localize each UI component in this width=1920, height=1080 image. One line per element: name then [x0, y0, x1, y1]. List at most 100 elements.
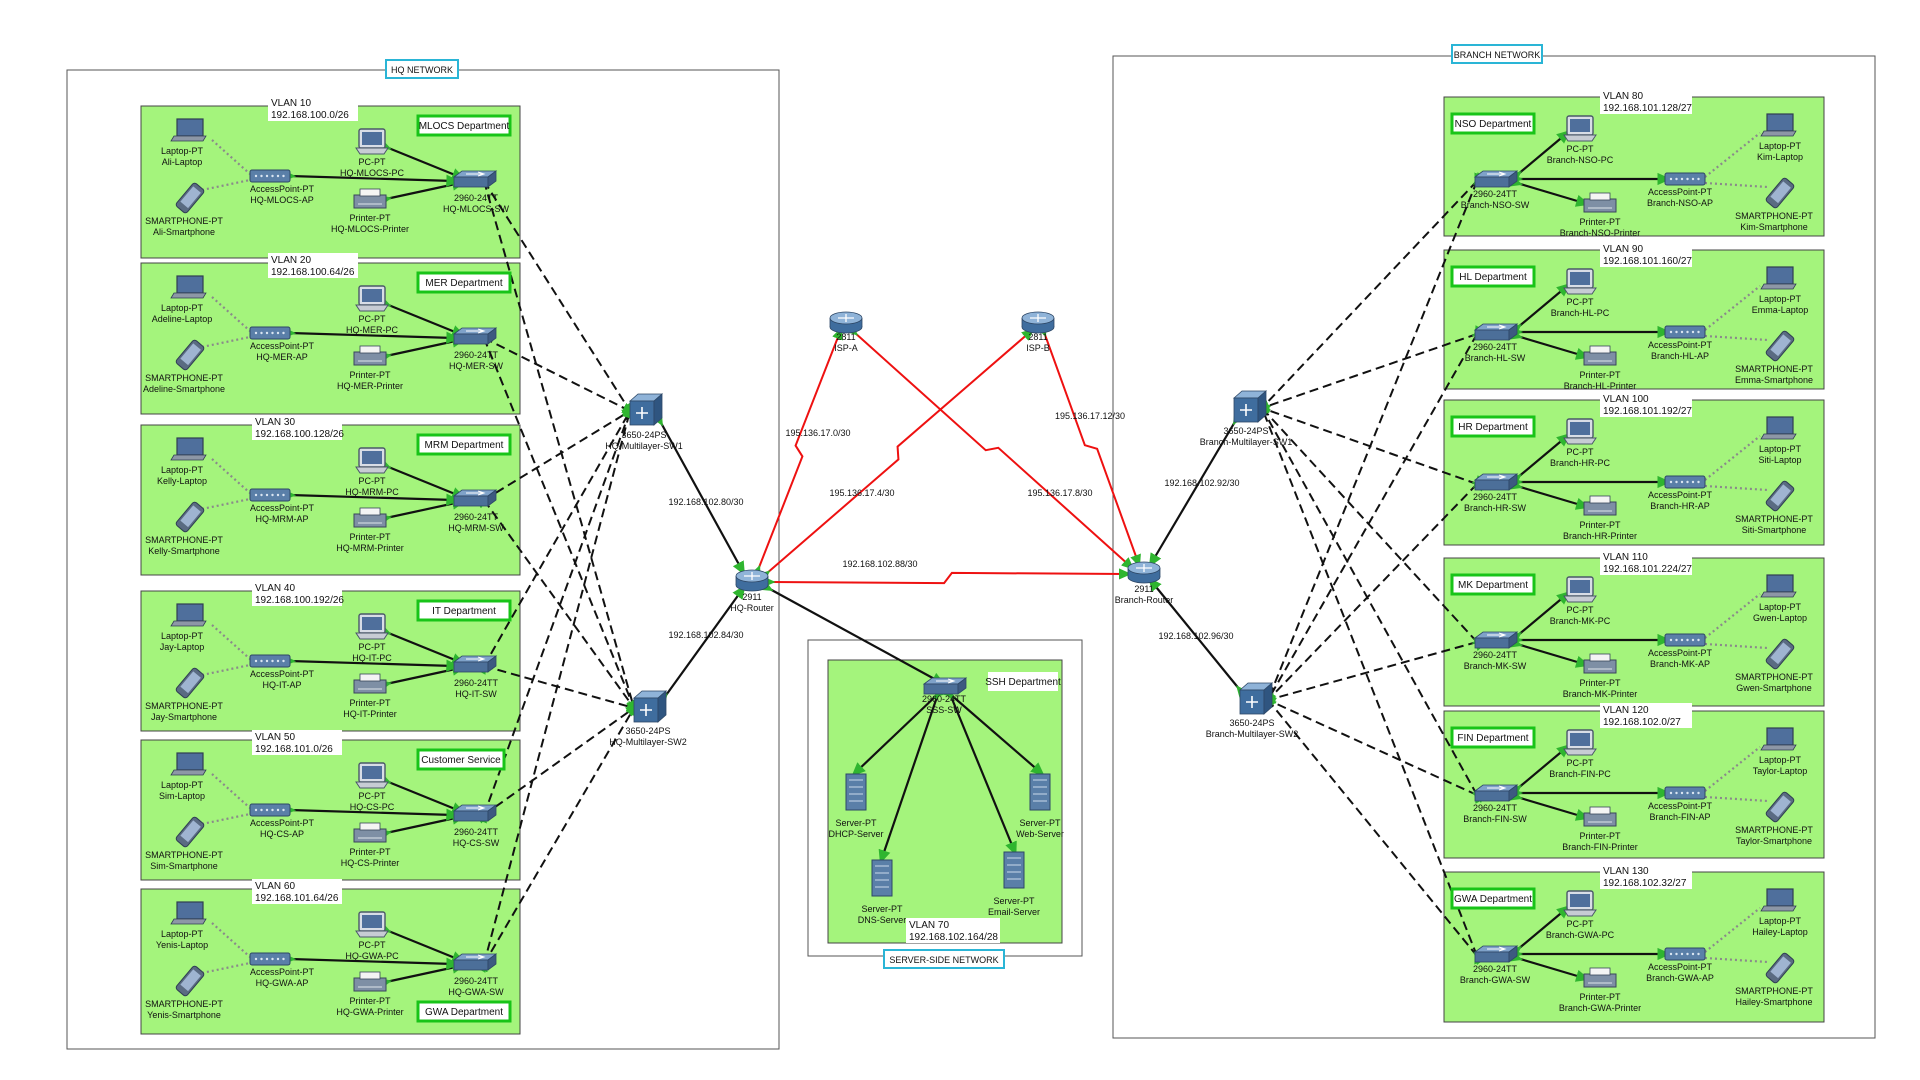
branch-printer-icon[interactable]	[1583, 653, 1617, 674]
branch-switch-icon[interactable]	[1473, 170, 1519, 188]
hq-smartphone-icon[interactable]	[175, 339, 205, 371]
branch-ml2-multilayer-switch-icon[interactable]	[1238, 682, 1274, 715]
branch-smartphone-icon[interactable]	[1765, 952, 1795, 984]
server-server-icon[interactable]	[871, 859, 893, 897]
branch-access-point-icon[interactable]	[1664, 947, 1706, 961]
hq-pc-icon[interactable]	[355, 128, 389, 155]
branch-pc-icon[interactable]	[1563, 418, 1597, 445]
hq-switch-icon[interactable]	[452, 804, 498, 822]
branch-printer-icon[interactable]	[1583, 192, 1617, 213]
hq-pc-type: PC-PT	[359, 157, 387, 167]
hq-ml1-multilayer-switch-icon[interactable]	[628, 393, 664, 426]
hq-printer-icon[interactable]	[353, 345, 387, 366]
hq-smartphone-icon[interactable]	[175, 965, 205, 997]
branch-smartphone-icon[interactable]	[1765, 638, 1795, 670]
hq-ml1-name: HQ-Multilayer-SW1	[605, 441, 683, 451]
branch-ml1-multilayer-switch-icon[interactable]	[1232, 390, 1268, 423]
branch-switch-icon[interactable]	[1473, 323, 1519, 341]
hq-switch-icon[interactable]	[452, 489, 498, 507]
branch-access-point-icon[interactable]	[1664, 786, 1706, 800]
branch-laptop-icon[interactable]	[1760, 113, 1797, 137]
isp-a-router-icon[interactable]	[829, 311, 863, 334]
branch-laptop-icon[interactable]	[1760, 888, 1797, 912]
hq-laptop-icon[interactable]	[170, 275, 207, 299]
hq-laptop-type: Laptop-PT	[161, 146, 204, 156]
hq-ml2-multilayer-switch-icon[interactable]	[632, 690, 668, 723]
hq-pc-icon[interactable]	[355, 911, 389, 938]
hq-laptop-type: Laptop-PT	[161, 465, 204, 475]
branch-ap-type: AccessPoint-PT	[1648, 801, 1713, 811]
hq-pc-icon[interactable]	[355, 613, 389, 640]
server-dept-tag: SSH Department	[985, 672, 1061, 691]
hq-vlan-box-subnet: 192.168.100.64/26	[271, 267, 355, 278]
hq-laptop-icon[interactable]	[170, 603, 207, 627]
hq-pc-icon[interactable]	[355, 447, 389, 474]
hq-smartphone-icon[interactable]	[175, 816, 205, 848]
hq-laptop-icon[interactable]	[170, 752, 207, 776]
hq-printer-icon[interactable]	[353, 822, 387, 843]
branch-switch-icon[interactable]	[1473, 784, 1519, 802]
hq-smartphone-icon[interactable]	[175, 501, 205, 533]
hq-router-icon[interactable]	[735, 569, 769, 592]
branch-router-icon[interactable]	[1127, 561, 1161, 584]
hq-laptop-icon[interactable]	[170, 437, 207, 461]
branch-laptop-icon[interactable]	[1760, 574, 1797, 598]
branch-access-point-icon[interactable]	[1664, 325, 1706, 339]
hq-access-point-icon[interactable]	[249, 488, 291, 502]
branch-access-point-icon[interactable]	[1664, 475, 1706, 489]
hq-access-point-icon[interactable]	[249, 169, 291, 183]
hq-access-point-icon[interactable]	[249, 326, 291, 340]
branch-pc-icon[interactable]	[1563, 576, 1597, 603]
hq-printer-icon[interactable]	[353, 188, 387, 209]
branch-switch-icon[interactable]	[1473, 473, 1519, 491]
branch-phone-name: Emma-Smartphone	[1735, 375, 1813, 385]
branch-pc-icon[interactable]	[1563, 729, 1597, 756]
branch-smartphone-icon[interactable]	[1765, 791, 1795, 823]
branch-access-point-icon[interactable]	[1664, 633, 1706, 647]
branch-printer-icon[interactable]	[1583, 806, 1617, 827]
hq-switch-icon[interactable]	[452, 953, 498, 971]
isp-b-router-icon[interactable]	[1021, 311, 1055, 334]
branch-switch-icon[interactable]	[1473, 631, 1519, 649]
hq-smartphone-icon[interactable]	[175, 667, 205, 699]
server-side-switch-icon[interactable]	[922, 677, 968, 695]
branch-pc-icon[interactable]	[1563, 890, 1597, 917]
hq-laptop-icon[interactable]	[170, 118, 207, 142]
server-server-icon[interactable]	[1003, 851, 1025, 889]
hq-switch-type: 2960-24TT	[454, 512, 499, 522]
hq-access-point-icon[interactable]	[249, 654, 291, 668]
branch-laptop-icon[interactable]	[1760, 416, 1797, 440]
branch-access-point-icon[interactable]	[1664, 172, 1706, 186]
phone-wireless-link	[201, 812, 251, 826]
branch-printer-icon[interactable]	[1583, 967, 1617, 988]
server-server-icon[interactable]	[845, 773, 867, 811]
branch-printer-icon[interactable]	[1583, 495, 1617, 516]
hq-printer-icon[interactable]	[353, 673, 387, 694]
hq-vlan-box-vlan: VLAN 20	[271, 255, 311, 266]
hq-pc-icon[interactable]	[355, 285, 389, 312]
hq-switch-icon[interactable]	[452, 170, 498, 188]
hq-pc-icon[interactable]	[355, 762, 389, 789]
hq-smartphone-icon[interactable]	[175, 182, 205, 214]
branch-laptop-icon[interactable]	[1760, 266, 1797, 290]
branch-pc-icon[interactable]	[1563, 268, 1597, 295]
branch-smartphone-icon[interactable]	[1765, 330, 1795, 362]
branch-pc-icon[interactable]	[1563, 115, 1597, 142]
pc-switch-link	[1507, 283, 1571, 338]
hq-router-ml1-link	[650, 411, 745, 576]
hq-access-point-icon[interactable]	[249, 803, 291, 817]
branch-smartphone-icon[interactable]	[1765, 177, 1795, 209]
hq-laptop-icon[interactable]	[170, 901, 207, 925]
hq-printer-icon[interactable]	[353, 507, 387, 528]
branch-switch-type: 2960-24TT	[1473, 189, 1518, 199]
hq-access-point-icon[interactable]	[249, 952, 291, 966]
hq-switch-icon[interactable]	[452, 655, 498, 673]
server-server-icon[interactable]	[1029, 773, 1051, 811]
branch-laptop-icon[interactable]	[1760, 727, 1797, 751]
branch-smartphone-icon[interactable]	[1765, 480, 1795, 512]
branch-printer-icon[interactable]	[1583, 345, 1617, 366]
hq-switch-icon[interactable]	[452, 327, 498, 345]
branch-switch-icon[interactable]	[1473, 945, 1519, 963]
hq-printer-icon[interactable]	[353, 971, 387, 992]
